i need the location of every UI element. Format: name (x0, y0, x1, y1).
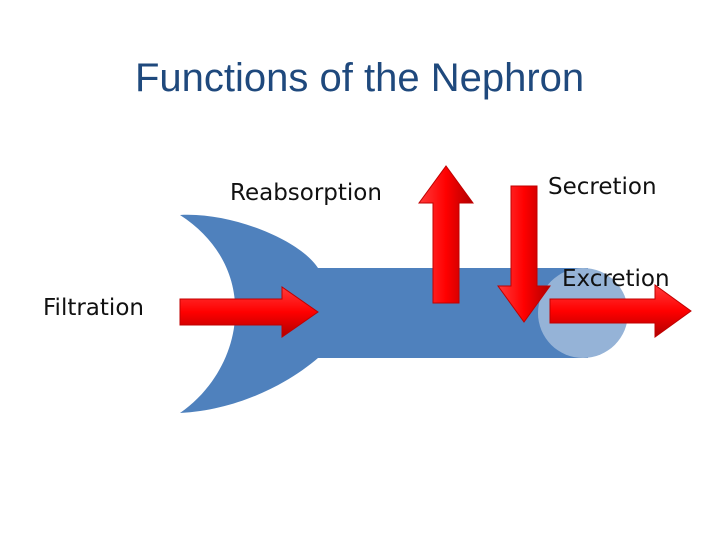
excretion-arrow (549, 284, 692, 338)
slide-title: Functions of the Nephron (135, 56, 585, 100)
filtration-label: Filtration (43, 295, 144, 321)
secretion-label: Secretion (548, 174, 657, 200)
reabsorption-arrow (418, 165, 474, 304)
filtration-arrow (179, 286, 319, 338)
secretion-arrow (497, 185, 551, 323)
excretion-label: Excretion (562, 266, 670, 292)
reabsorption-label: Reabsorption (230, 180, 382, 206)
